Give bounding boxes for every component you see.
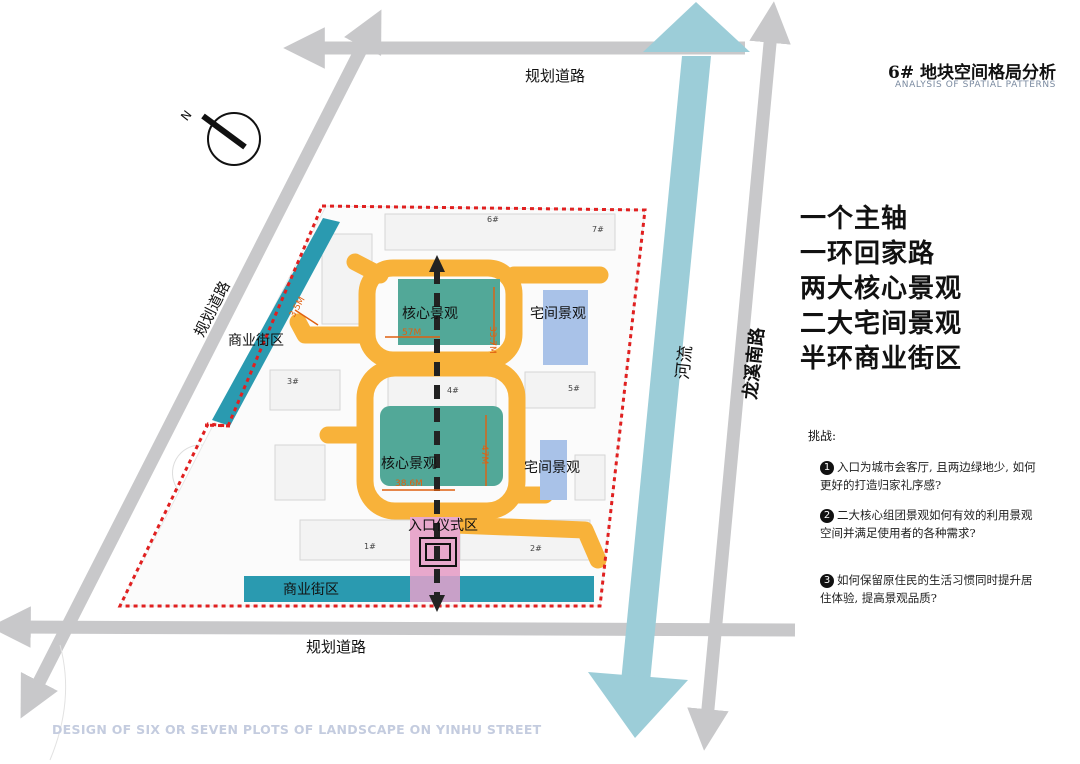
bottom-left-curb xyxy=(49,644,67,761)
house-landscape-bottom-area xyxy=(540,440,567,500)
challenge-text: 二大核心组团景观如何有效的利用景观空间并满足使用者的各种需求? xyxy=(820,508,1033,540)
building-numbers: 1# 2# 3# 4# 5# 6# 7# xyxy=(287,215,604,553)
dim-38m: 38.6M xyxy=(395,479,423,489)
footprint-5 xyxy=(524,371,596,409)
challenge-text: 入口为城市会客厅, 且两边绿地少, 如何更好的打造归家礼序感? xyxy=(820,460,1036,492)
challenge-text: 如何保留原住民的生活习惯同时提升居住体验, 提高景观品质? xyxy=(820,573,1033,605)
footprint-east xyxy=(574,454,606,501)
road-left-arrow xyxy=(20,9,382,719)
label-street-bottom: 商业街区 xyxy=(283,582,339,598)
building-6: 6# xyxy=(487,215,499,224)
house-landscape-top-area xyxy=(543,290,588,365)
label-road-top: 规划道路 xyxy=(525,67,585,85)
challenges-title: 挑战: xyxy=(808,429,837,443)
summary-item: 二大宅间景观 xyxy=(800,309,963,339)
dim-57m: 57M xyxy=(402,328,421,338)
summary-item: 一环回家路 xyxy=(800,239,936,269)
dim-47m: 47M xyxy=(479,445,489,464)
summary-item: 一个主轴 xyxy=(800,204,909,234)
challenge-number: 1 xyxy=(820,461,834,475)
north-needle xyxy=(201,113,247,150)
dim-33m: 33.7M xyxy=(487,326,497,354)
axis-arrow-bottom xyxy=(429,595,445,612)
footprint-3 xyxy=(269,369,341,411)
landscapes xyxy=(380,279,588,500)
label-core-top: 核心景观 xyxy=(402,306,458,322)
main-axis xyxy=(429,255,445,612)
summary-item: 半环商业街区 xyxy=(800,344,963,374)
building-5: 5# xyxy=(568,384,580,393)
summary-item: 两大核心景观 xyxy=(800,274,963,304)
river-arrow-top xyxy=(643,2,750,52)
core-landscape-top-area xyxy=(398,279,500,345)
loop-west-spur xyxy=(289,313,376,344)
footprint-6 xyxy=(384,213,616,251)
loop-south-east xyxy=(446,516,607,569)
red-boundary xyxy=(117,204,647,608)
north-circle xyxy=(207,112,261,166)
entrance-gate xyxy=(419,537,457,567)
label-street-left: 商业街区 xyxy=(228,333,284,349)
street-left xyxy=(212,218,340,426)
dimension-lines xyxy=(294,287,495,491)
north-arrow: N xyxy=(178,108,261,166)
page-title: 6# 地块空间格局分析 xyxy=(888,63,1056,83)
building-1: 1# xyxy=(364,542,376,551)
building-2: 2# xyxy=(530,544,542,553)
footprint-1 xyxy=(299,519,416,561)
dim-line-35m xyxy=(294,309,319,326)
summary-list: 一个主轴 一环回家路 两大核心景观 二大宅间景观 半环商业街区 xyxy=(800,202,962,377)
north-letter: N xyxy=(178,108,195,124)
planned-roads xyxy=(0,1,796,751)
road-right-arrow xyxy=(687,1,791,751)
footprint-west xyxy=(274,444,326,501)
zone-labels: 核心景观 核心景观 宅间景观 宅间景观 商业街区 商业街区 入口仪式区 xyxy=(228,306,586,598)
building-4: 4# xyxy=(447,386,459,395)
road-bottom-arrow xyxy=(0,606,796,648)
label-entrance: 入口仪式区 xyxy=(408,518,478,534)
label-core-bottom: 核心景观 xyxy=(381,456,437,472)
river-band xyxy=(621,56,711,682)
footer-caption: DESIGN OF SIX OR SEVEN PLOTS OF LANDSCAP… xyxy=(52,722,542,737)
page-subtitle: ANALYSIS OF SPATIAL PATTERNS xyxy=(895,80,1056,90)
label-house-top: 宅间景观 xyxy=(530,306,586,322)
river xyxy=(588,2,750,738)
river-arrow-bottom xyxy=(588,672,688,738)
challenge-number: 2 xyxy=(820,509,834,523)
label-house-bottom: 宅间景观 xyxy=(524,460,580,476)
axis-arrow-top xyxy=(429,255,445,272)
building-7: 7# xyxy=(592,225,604,234)
loop-upper-spur xyxy=(346,253,389,284)
label-river: 河流 xyxy=(673,345,696,381)
label-road-bottom: 规划道路 xyxy=(306,638,366,656)
challenge-number: 3 xyxy=(820,574,834,588)
building-3: 3# xyxy=(287,377,299,386)
core-landscape-bottom-area xyxy=(380,406,503,486)
